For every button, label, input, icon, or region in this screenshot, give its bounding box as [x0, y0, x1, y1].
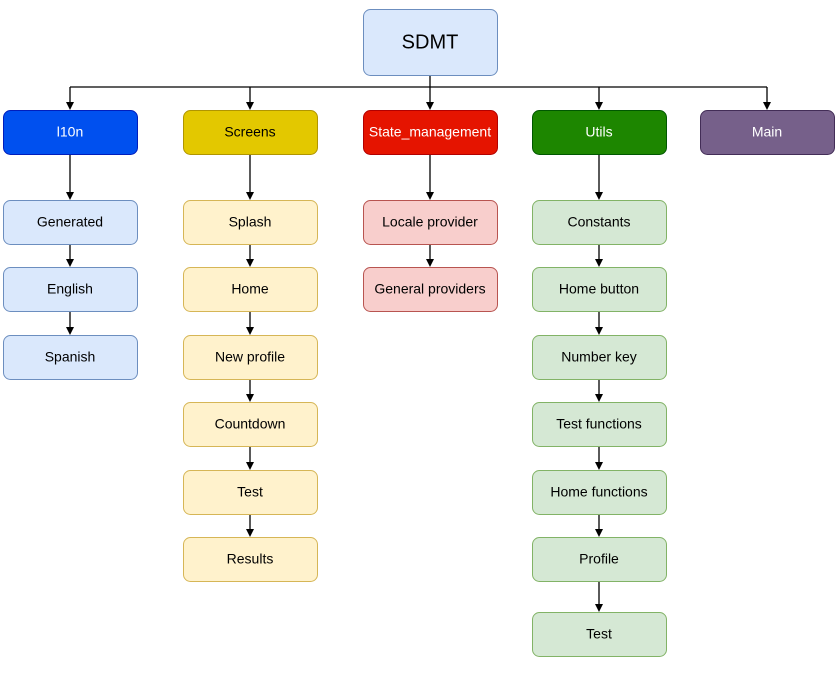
header-node-state-management: State_management	[363, 110, 498, 155]
utils-node-number-key-box	[532, 335, 667, 380]
utils-node-test: Test	[532, 612, 667, 657]
utils-node-home-button-box	[532, 267, 667, 312]
screens-node-results-arrow	[246, 515, 254, 537]
root-node-sdmt-label: SDMT	[402, 31, 459, 53]
header-node-state-management-label: State_management	[369, 124, 491, 140]
l10n-node-spanish-label: Spanish	[45, 349, 96, 365]
l10n-node-english-arrow	[66, 245, 74, 267]
utils-node-test-box	[532, 612, 667, 657]
screens-node-splash-box	[183, 200, 318, 245]
state-management-node-locale-provider-label: Locale provider	[382, 214, 478, 230]
utils-node-number-key-arrow	[595, 312, 603, 335]
screens-node-countdown-label: Countdown	[215, 416, 286, 432]
screens-node-home-label: Home	[231, 281, 269, 297]
l10n-node-generated-box	[3, 200, 138, 245]
state-management-node-locale-provider-box	[363, 200, 498, 245]
connector-layer	[66, 76, 771, 612]
l10n-node-english: English	[3, 267, 138, 312]
utils-node-constants-box	[532, 200, 667, 245]
l10n-node-generated-label: Generated	[37, 214, 103, 230]
header-node-l10n-box	[3, 110, 138, 155]
l10n-node-english-box	[3, 267, 138, 312]
l10n-node-generated-arrow	[66, 155, 74, 200]
utils-node-test-functions-label: Test functions	[556, 416, 642, 432]
header-node-screens-label: Screens	[224, 124, 275, 140]
screens-node-countdown-arrow	[246, 380, 254, 402]
utils-node-test-functions: Test functions	[532, 402, 667, 447]
utils-node-profile-arrow	[595, 515, 603, 537]
header-node-state-management-arrow	[426, 87, 434, 110]
utils-node-home-functions-label: Home functions	[550, 484, 647, 500]
state-management-node-locale-provider-arrow	[426, 155, 434, 200]
screens-node-results: Results	[183, 537, 318, 582]
state-management-node-general-providers: General providers	[363, 267, 498, 312]
utils-node-home-button-arrow	[595, 245, 603, 267]
root-connector-bus	[70, 76, 767, 88]
root-node-sdmt: SDMT	[363, 9, 498, 76]
utils-node-home-functions: Home functions	[532, 470, 667, 515]
screens-node-countdown-box	[183, 402, 318, 447]
utils-node-test-functions-arrow	[595, 380, 603, 402]
screens-node-splash-label: Splash	[229, 214, 272, 230]
screens-node-test-box	[183, 470, 318, 515]
utils-node-test-functions-box	[532, 402, 667, 447]
utils-node-profile: Profile	[532, 537, 667, 582]
l10n-node-spanish-arrow	[66, 312, 74, 335]
header-node-main: Main	[700, 110, 835, 155]
utils-node-profile-box	[532, 537, 667, 582]
screens-node-results-box	[183, 537, 318, 582]
utils-node-test-label: Test	[586, 626, 612, 642]
screens-node-test-label: Test	[237, 484, 263, 500]
screens-node-new-profile: New profile	[183, 335, 318, 380]
header-node-utils-arrow	[595, 87, 603, 110]
header-node-utils: Utils	[532, 110, 667, 155]
screens-node-splash-arrow	[246, 155, 254, 200]
screens-node-countdown: Countdown	[183, 402, 318, 447]
screens-node-home-arrow	[246, 245, 254, 267]
utils-node-constants: Constants	[532, 200, 667, 245]
header-node-l10n: l10n	[3, 110, 138, 155]
utils-node-constants-arrow	[595, 155, 603, 200]
screens-node-test: Test	[183, 470, 318, 515]
header-node-l10n-arrow	[66, 87, 74, 110]
screens-node-home: Home	[183, 267, 318, 312]
l10n-node-spanish-box	[3, 335, 138, 380]
state-management-node-general-providers-arrow	[426, 245, 434, 267]
utils-node-home-button-label: Home button	[559, 281, 639, 297]
utils-node-test-arrow	[595, 582, 603, 612]
header-node-main-label: Main	[752, 124, 782, 140]
utils-node-constants-label: Constants	[567, 214, 630, 230]
state-management-node-general-providers-label: General providers	[374, 281, 485, 297]
utils-node-home-button: Home button	[532, 267, 667, 312]
screens-node-home-box	[183, 267, 318, 312]
utils-node-number-key: Number key	[532, 335, 667, 380]
utils-node-home-functions-box	[532, 470, 667, 515]
header-node-utils-box	[532, 110, 667, 155]
screens-node-splash: Splash	[183, 200, 318, 245]
root-node-sdmt-box	[363, 9, 498, 76]
state-management-node-general-providers-box	[363, 267, 498, 312]
header-node-screens-box	[183, 110, 318, 155]
l10n-node-generated: Generated	[3, 200, 138, 245]
screens-node-test-arrow	[246, 447, 254, 470]
header-node-main-arrow	[763, 87, 771, 110]
screens-node-results-label: Results	[227, 551, 274, 567]
utils-node-profile-label: Profile	[579, 551, 619, 567]
screens-node-new-profile-arrow	[246, 312, 254, 335]
header-node-screens-arrow	[246, 87, 254, 110]
header-node-state-management-box	[363, 110, 498, 155]
l10n-node-english-label: English	[47, 281, 93, 297]
l10n-node-spanish: Spanish	[3, 335, 138, 380]
screens-node-new-profile-box	[183, 335, 318, 380]
utils-node-home-functions-arrow	[595, 447, 603, 470]
header-node-utils-label: Utils	[585, 124, 612, 140]
utils-node-number-key-label: Number key	[561, 349, 636, 365]
screens-node-new-profile-label: New profile	[215, 349, 285, 365]
header-node-screens: Screens	[183, 110, 318, 155]
state-management-node-locale-provider: Locale provider	[363, 200, 498, 245]
header-node-l10n-label: l10n	[57, 124, 83, 140]
